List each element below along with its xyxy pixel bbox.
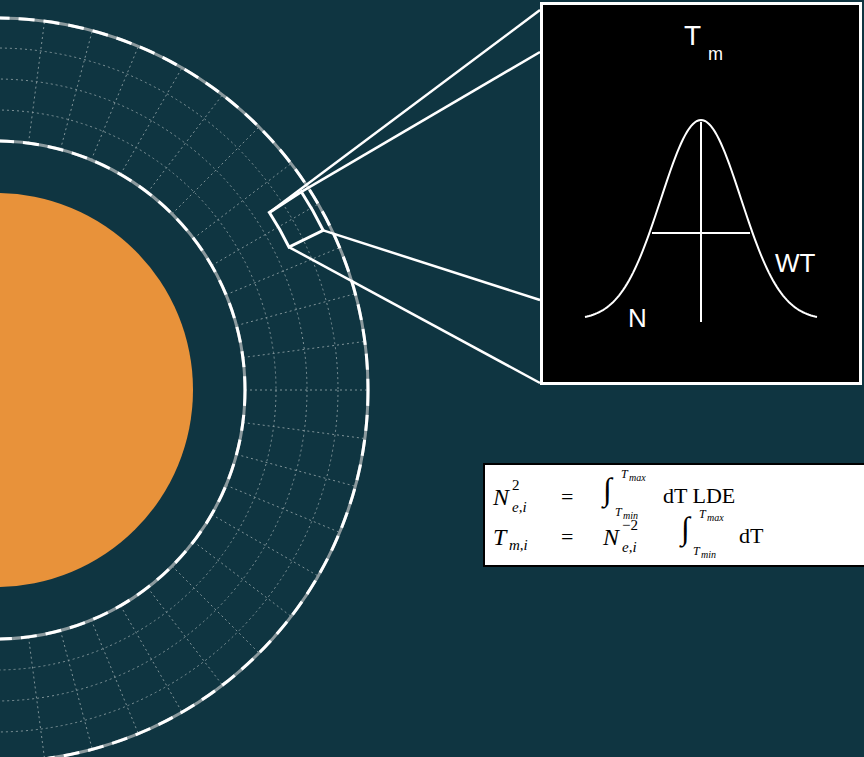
eq-subscript: m,i — [509, 538, 528, 553]
eq-integral: ∫ — [681, 512, 690, 544]
zoom-line — [323, 230, 540, 300]
width-label: WT — [775, 250, 815, 276]
grid-line — [121, 606, 183, 713]
grid-line — [172, 127, 259, 214]
grid-line — [237, 294, 356, 326]
grid-line — [29, 637, 45, 757]
eq-superscript: 2 — [512, 478, 520, 493]
zoom-lines — [269, 10, 540, 383]
grid-line — [148, 588, 223, 686]
eq-sign: = — [561, 486, 573, 508]
height-label: N — [628, 305, 647, 331]
eq-superscript: −2 — [622, 518, 638, 533]
eq-limit: T — [693, 545, 700, 557]
eq-symbol: N — [603, 525, 619, 549]
eq-limit-sub: max — [629, 473, 646, 483]
outer-boundary-dash — [0, 18, 368, 757]
grid-line — [243, 423, 365, 439]
grid-line — [29, 21, 45, 143]
grid-line — [60, 631, 92, 750]
zoom-box: TmN WT — [540, 2, 862, 385]
zoom-panel — [541, 3, 861, 384]
star-core — [0, 193, 193, 587]
eq-limit-sub: max — [707, 513, 724, 523]
eq-limit: T — [615, 506, 622, 518]
grid-line — [121, 68, 183, 175]
eq-integral: ∫ — [603, 473, 612, 505]
eq-limit-sub: min — [701, 550, 716, 560]
grid-line — [212, 204, 319, 266]
peak-line — [700, 122, 702, 322]
highlight-cell — [269, 192, 323, 247]
eq-subscript: e,i — [512, 500, 527, 515]
zoom-line — [289, 247, 540, 383]
grid-line — [60, 31, 92, 150]
grid-line — [91, 46, 138, 160]
grid-line — [237, 454, 356, 486]
grid-line — [226, 485, 340, 532]
eq-symbol: T — [493, 525, 506, 549]
eq-symbol: N — [493, 485, 509, 509]
eq-limit: T — [621, 468, 628, 480]
eq-sign: = — [561, 526, 573, 548]
inner-boundary — [0, 141, 245, 639]
grid-line — [91, 620, 138, 734]
grid-line — [212, 515, 319, 577]
inner-boundary-dash — [0, 141, 245, 639]
eq-term: dT — [739, 525, 763, 547]
grid-circle — [0, 110, 276, 670]
grid-line — [194, 542, 292, 617]
eq-subscript: e,i — [622, 540, 637, 555]
grid-line — [226, 248, 340, 295]
outer-boundary — [0, 18, 368, 757]
peak-subscript: m — [708, 45, 723, 63]
equation-box: N2e,i=∫TmaxTmindT LDETm,i=N−2e,i∫TmaxTmi… — [483, 463, 864, 567]
grid-line — [172, 566, 259, 653]
zoom-line — [301, 52, 540, 192]
grid-line — [194, 164, 292, 239]
grid-line — [243, 341, 365, 357]
width-line — [652, 232, 750, 234]
grid-line — [148, 95, 223, 193]
grid — [0, 18, 368, 757]
peak-symbol: T — [684, 22, 701, 50]
eq-term: dT LDE — [663, 485, 735, 507]
eq-limit: T — [699, 508, 706, 520]
zoom-line — [269, 10, 540, 213]
grid-circle — [0, 48, 338, 732]
grid-line — [245, 390, 368, 391]
